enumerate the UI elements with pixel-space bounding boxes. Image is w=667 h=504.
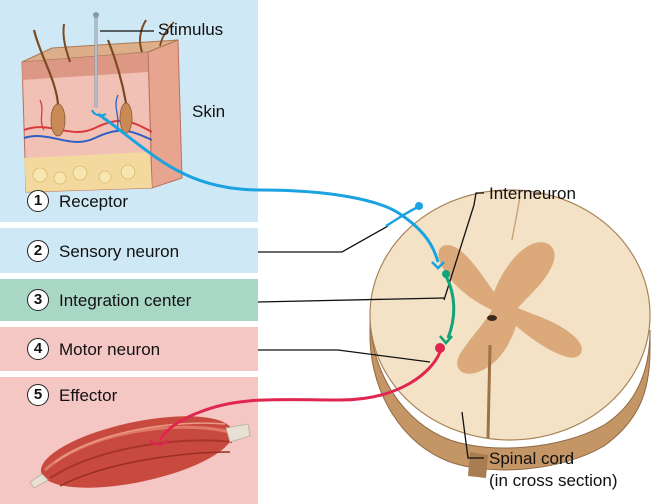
step-number-1: 1 xyxy=(27,190,49,212)
spinal-cord-sublabel: (in cross section) xyxy=(489,471,617,491)
step-number-3: 3 xyxy=(27,289,49,311)
step-number-2: 2 xyxy=(27,240,49,262)
step-number-5: 5 xyxy=(27,384,49,406)
step-label-effector: Effector xyxy=(59,386,117,406)
muscle-illustration xyxy=(30,402,250,501)
step-label-integration-center: Integration center xyxy=(59,291,191,311)
step-label-sensory-neuron: Sensory neuron xyxy=(59,242,179,262)
step-number-4: 4 xyxy=(27,338,49,360)
interneuron-label: Interneuron xyxy=(489,184,576,204)
step-label-motor-neuron: Motor neuron xyxy=(59,340,160,360)
spinal-cord-label: Spinal cord xyxy=(489,449,574,469)
stimulus-label: Stimulus xyxy=(158,20,223,40)
skin-label: Skin xyxy=(192,102,225,122)
step-label-receptor: Receptor xyxy=(59,192,128,212)
spinal-cord-illustration xyxy=(370,190,650,478)
